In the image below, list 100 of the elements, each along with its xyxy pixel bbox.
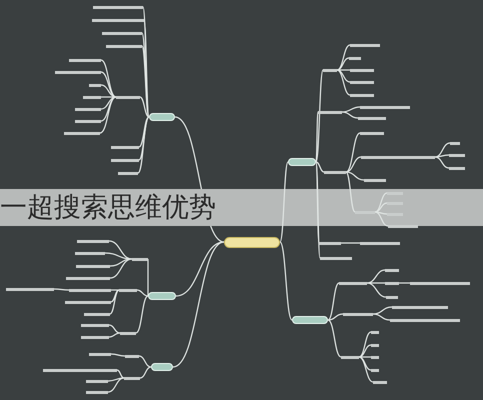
branch-line bbox=[315, 162, 321, 258]
text-bar bbox=[69, 288, 111, 292]
branch-line bbox=[100, 96, 116, 110]
text-bar bbox=[350, 44, 380, 46]
branch-line bbox=[108, 324, 120, 334]
text-bar bbox=[76, 264, 110, 268]
branch-line bbox=[108, 332, 120, 338]
text-bar bbox=[373, 380, 387, 384]
text-bar bbox=[102, 32, 142, 34]
branch-line bbox=[279, 162, 289, 242]
text-bar bbox=[350, 68, 374, 72]
branch-line bbox=[147, 259, 149, 296]
branch-line bbox=[140, 366, 152, 379]
branch-line bbox=[140, 96, 150, 118]
text-bar bbox=[449, 166, 465, 170]
text-bar bbox=[371, 356, 379, 358]
branch-line bbox=[358, 356, 374, 383]
central-topic-pill bbox=[224, 236, 280, 248]
branch-line bbox=[336, 69, 350, 96]
branch-line bbox=[399, 282, 410, 284]
branch-line bbox=[336, 69, 350, 83]
text-bar bbox=[81, 324, 109, 326]
branch-line bbox=[366, 282, 386, 298]
text-bar bbox=[450, 142, 460, 144]
text-bar bbox=[64, 132, 100, 134]
branch-line bbox=[116, 369, 124, 379]
text-bar bbox=[361, 156, 435, 158]
text-bar bbox=[119, 288, 137, 292]
text-bar bbox=[75, 252, 105, 254]
text-bar bbox=[349, 56, 361, 60]
branch-line bbox=[372, 306, 392, 315]
branch-line bbox=[358, 331, 372, 358]
branch-line bbox=[100, 71, 116, 98]
branch-line bbox=[434, 156, 450, 169]
text-bar bbox=[319, 242, 341, 244]
text-bar bbox=[69, 58, 101, 62]
text-bar bbox=[111, 158, 139, 162]
branch-line bbox=[346, 132, 360, 173]
branch-line bbox=[316, 161, 324, 173]
text-bar bbox=[111, 146, 139, 148]
text-bar bbox=[6, 288, 54, 290]
branch-line bbox=[110, 289, 120, 303]
text-bar bbox=[323, 68, 337, 72]
text-bar bbox=[385, 282, 399, 284]
branch-line bbox=[337, 69, 350, 71]
branch-line bbox=[110, 289, 120, 315]
text-bar bbox=[385, 268, 399, 272]
text-bar bbox=[81, 336, 109, 338]
text-bar bbox=[364, 178, 386, 182]
text-bar bbox=[343, 312, 373, 316]
text-bar bbox=[89, 352, 111, 356]
branch-line bbox=[374, 211, 388, 215]
branch-line bbox=[359, 356, 371, 358]
branch-line bbox=[176, 241, 224, 297]
branch-line bbox=[100, 96, 116, 134]
branch-line bbox=[346, 156, 362, 173]
branch-line bbox=[336, 57, 350, 71]
text-bar bbox=[106, 44, 142, 48]
branch-line bbox=[366, 269, 386, 284]
text-bar bbox=[93, 6, 143, 8]
branch-line bbox=[108, 240, 132, 260]
text-bar bbox=[65, 300, 111, 304]
topic-pill bbox=[292, 316, 328, 324]
branch-line bbox=[374, 211, 388, 227]
text-bar bbox=[339, 282, 367, 284]
branch-line bbox=[346, 171, 364, 181]
topic-pill bbox=[149, 113, 175, 121]
text-bar bbox=[390, 318, 460, 322]
branch-line bbox=[342, 106, 360, 113]
branch-line bbox=[110, 353, 126, 357]
branch-line bbox=[100, 59, 116, 98]
text-bar bbox=[386, 296, 398, 298]
text-bar bbox=[410, 282, 470, 284]
branch-line bbox=[280, 242, 292, 320]
topic-pill bbox=[148, 292, 176, 300]
branch-line bbox=[315, 70, 324, 162]
text-bar bbox=[120, 332, 136, 334]
topic-pill bbox=[151, 363, 173, 371]
branch-line bbox=[141, 46, 150, 118]
branch-line bbox=[328, 319, 342, 358]
branch-line bbox=[100, 96, 116, 122]
branch-line bbox=[101, 96, 116, 98]
branch-line bbox=[138, 116, 150, 148]
branch-line bbox=[358, 356, 372, 371]
text-bar bbox=[371, 344, 379, 346]
text-bar bbox=[75, 108, 101, 110]
text-bar bbox=[371, 368, 379, 372]
branch-line bbox=[108, 377, 124, 393]
text-bar bbox=[118, 172, 138, 174]
text-bar bbox=[318, 110, 342, 114]
branch-line bbox=[434, 154, 450, 158]
branch-line bbox=[346, 172, 356, 212]
text-bar bbox=[84, 312, 110, 316]
text-bar bbox=[124, 376, 140, 380]
text-bar bbox=[360, 242, 400, 244]
text-bar bbox=[360, 106, 410, 108]
text-bar bbox=[388, 224, 418, 228]
text-bar bbox=[92, 18, 144, 22]
branch-line bbox=[358, 344, 372, 358]
branch-line bbox=[374, 202, 388, 213]
